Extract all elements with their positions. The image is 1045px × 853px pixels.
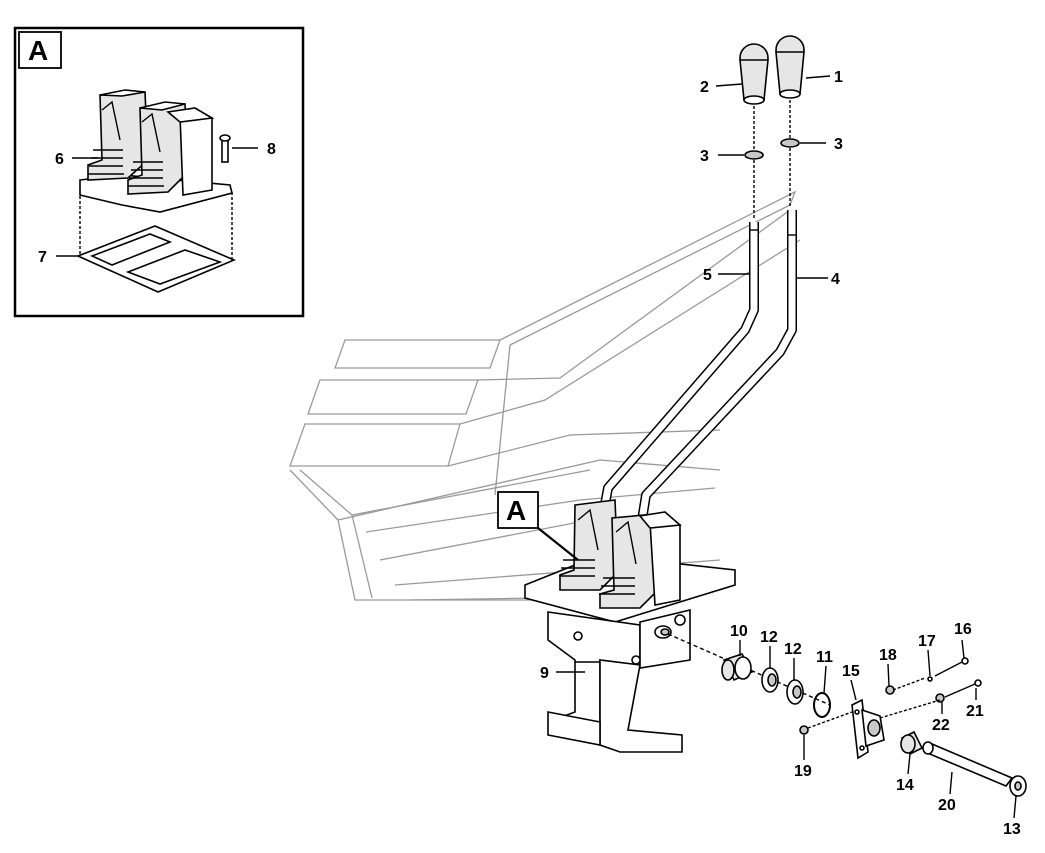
part-label: 5 — [703, 267, 712, 284]
part-label: 21 — [966, 703, 984, 720]
lever-5 — [599, 222, 759, 511]
leader-lines — [556, 75, 1017, 819]
part-label: 6 — [55, 151, 64, 168]
part-label: 12 — [760, 629, 778, 646]
part-label: 20 — [938, 797, 956, 814]
cab-outline — [289, 190, 801, 601]
nut-19 — [799, 725, 809, 735]
part-label: 7 — [38, 249, 47, 266]
part-label: 3 — [834, 136, 843, 153]
control-assembly — [524, 499, 736, 753]
bushing-10 — [721, 653, 754, 682]
shaft-20 — [922, 741, 1014, 787]
part-label: 14 — [896, 777, 914, 794]
callout-label: A — [506, 495, 526, 526]
part-label: 9 — [540, 665, 549, 682]
inset-label: A — [28, 35, 48, 66]
part-label: 16 — [954, 621, 972, 638]
part-label: 22 — [932, 717, 950, 734]
washer-18 — [885, 685, 895, 695]
screw-16 — [961, 657, 969, 665]
part-label: 4 — [831, 271, 840, 288]
part-label: 13 — [1003, 821, 1021, 838]
part-labels: 1 2 3 3 4 5 6 7 8 9 10 11 12 12 13 14 15… — [38, 69, 1021, 838]
washer-3-right — [780, 138, 800, 148]
circlip-11 — [813, 692, 831, 718]
part-label: 1 — [834, 69, 843, 86]
bracket-15 — [851, 698, 885, 760]
inset-detail-a: A — [13, 26, 305, 318]
washer-3-left — [744, 150, 764, 160]
part-label: 17 — [918, 633, 936, 650]
lever-4 — [637, 210, 797, 521]
part-label: 2 — [700, 79, 709, 96]
washer-22 — [935, 693, 945, 703]
part-label: 12 — [784, 641, 802, 658]
part-label: 10 — [730, 623, 748, 640]
pin-17 — [927, 676, 933, 682]
screw-21 — [974, 679, 982, 687]
part-label: 11 — [816, 649, 833, 666]
bushing-14 — [900, 730, 924, 756]
knob-2 — [739, 43, 769, 105]
part-label: 19 — [794, 763, 812, 780]
knob-1 — [775, 35, 805, 99]
part-label: 3 — [700, 148, 709, 165]
callout-a: A — [497, 491, 579, 561]
part-label: 15 — [842, 663, 860, 680]
part-label: 18 — [879, 647, 897, 664]
part-label: 8 — [267, 141, 276, 158]
